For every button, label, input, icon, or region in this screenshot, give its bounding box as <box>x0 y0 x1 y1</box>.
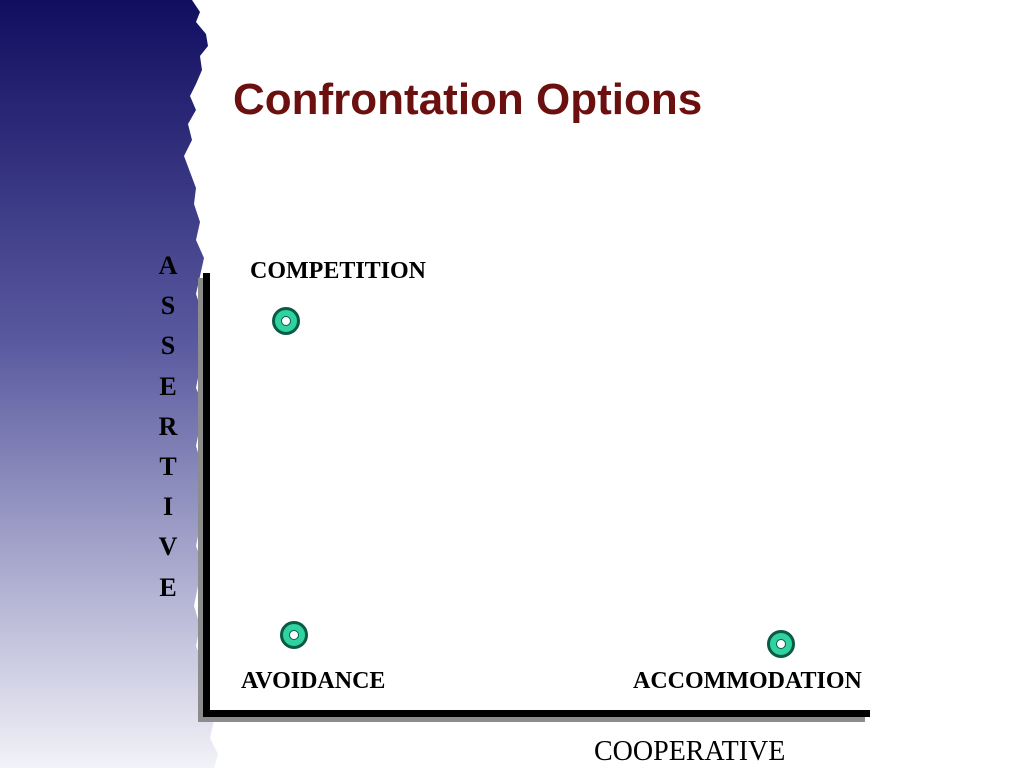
x-axis-shadow <box>198 715 865 722</box>
x-axis-line <box>203 710 870 717</box>
x-axis-label: COOPERATIVE <box>594 736 786 767</box>
y-axis-letter: V <box>158 532 178 562</box>
y-axis-letter: A <box>158 251 178 280</box>
y-axis-label: A S S E R T I V E <box>148 246 188 608</box>
point-label-accommodation: ACCOMMODATION <box>633 668 862 694</box>
y-axis-line <box>203 273 210 717</box>
slide-title: Confrontation Options <box>233 75 703 124</box>
y-axis-shadow <box>198 278 205 722</box>
y-axis-letter: T <box>159 452 177 482</box>
avoidance-marker <box>280 621 308 649</box>
y-axis-letter: S <box>160 331 176 361</box>
accommodation-marker <box>767 630 795 658</box>
y-axis-letter: S <box>160 291 176 321</box>
y-axis-letter: E <box>159 572 177 602</box>
competition-marker <box>272 307 300 335</box>
y-axis-letter: I <box>162 492 174 522</box>
decorative-side-band <box>0 0 218 768</box>
y-axis-letter: R <box>158 411 178 441</box>
point-label-competition: COMPETITION <box>250 258 427 284</box>
y-axis-letter: E <box>159 371 177 401</box>
point-label-avoidance: AVOIDANCE <box>241 668 386 694</box>
